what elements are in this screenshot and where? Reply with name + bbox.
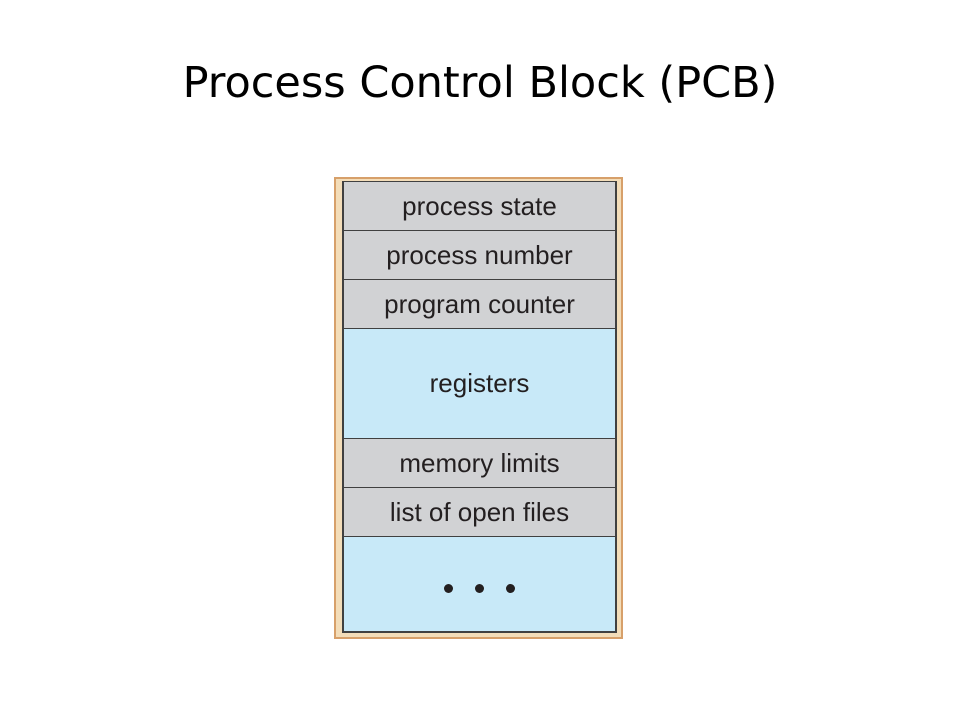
pcb-diagram-frame: process state process number program cou… [334, 177, 623, 639]
pcb-field-process-state: process state [344, 182, 615, 231]
ellipsis-dots [444, 583, 515, 593]
pcb-field-continuation [344, 537, 615, 631]
dot [475, 583, 484, 593]
dot [444, 583, 453, 593]
pcb-field-registers: registers [344, 329, 615, 439]
pcb-field-memory-limits: memory limits [344, 439, 615, 488]
pcb-field-program-counter: program counter [344, 280, 615, 329]
dot [506, 583, 515, 593]
pcb-stack: process state process number program cou… [342, 181, 617, 633]
pcb-field-open-files: list of open files [344, 488, 615, 537]
slide-title: Process Control Block (PCB) [182, 58, 778, 108]
pcb-field-process-number: process number [344, 231, 615, 280]
